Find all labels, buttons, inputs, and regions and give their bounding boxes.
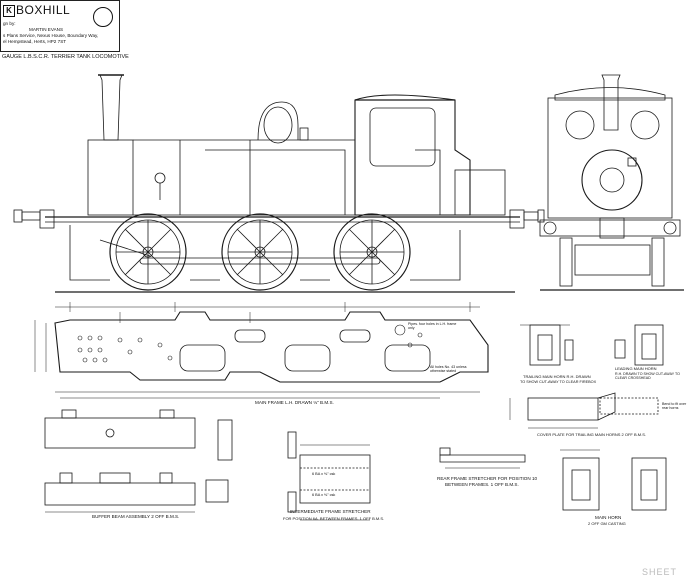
drawing-subtitle: GAUGE L.B.S.C.R. TERRIER TANK LOCOMOTIVE: [2, 54, 129, 60]
designer-name: MARTIN EVANS: [29, 27, 64, 32]
wheel-1: [109, 213, 187, 291]
rear-stretcher-drawing: [439, 447, 526, 469]
holes-note: All holes No. 43 unless otherwise stated: [430, 365, 467, 373]
drawing-title: BOXHILL: [16, 3, 71, 17]
pipes-note: Pipes. four holes in L.H. frame only: [408, 322, 457, 330]
wheel-2: [221, 213, 299, 291]
cover-plate-drawing: [509, 392, 659, 429]
main-horn-label: MAIN HORN: [595, 515, 622, 520]
side-elevation: [13, 74, 545, 293]
sheet-watermark: SHEET: [641, 567, 677, 577]
leading-horn-label: LEADING MAIN HORN: [615, 366, 657, 371]
title-block: K BOXHILL gn by: MARTIN EVANS s Plans Se…: [0, 0, 120, 52]
cover-plate-label: COVER PLATE FOR TRAILING MAIN HORNS 2 OF…: [537, 432, 646, 437]
trailing-horn-label: TRAILING MAIN HORN R.H. DRAWN: [523, 374, 591, 379]
designed-by-label: gn by:: [3, 21, 16, 26]
intermediate-stretcher-sub: FOR POSITION 6A. BETWEEN FRAMES. 1 OFF B…: [283, 516, 385, 521]
publisher-logo: K: [3, 5, 15, 17]
main-frame-label: MAIN FRAME L.H. DRAWN ⅛" B.M.S.: [255, 400, 334, 405]
publisher-line: s Plans Service, Nexus House, Boundary W…: [3, 33, 99, 38]
main-horn-sub: 2 OFF GM CASTING: [588, 521, 626, 526]
main-frame-drawing: [34, 302, 489, 399]
title-circle-icon: [93, 7, 113, 27]
frame-holes: [77, 324, 423, 363]
publisher-address: el Hempstead, Herts, HP2 7ST: [3, 39, 67, 44]
end-elevation: [539, 74, 684, 291]
trailing-horn-sub: TO SHOW CUT-AWAY TO CLEAR FIREBOX: [520, 380, 597, 384]
intermediate-stretcher-drawing: [287, 431, 371, 521]
intermediate-stretcher-label: INTERMEDIATE FRAME STRETCHER: [290, 509, 371, 514]
rear-stretcher-label: REAR FRAME STRETCHER FOR POSITION 10: [437, 476, 538, 481]
buffer-beam-label: BUFFER BEAM ASSEMBLY 2 OFF B.M.S.: [92, 514, 180, 519]
rear-stretcher-sub: BETWEEN FRAMES. 1 OFF B.M.S.: [445, 482, 519, 487]
trailing-main-horn-drawing: [520, 324, 574, 366]
buffer-beam-drawing: [44, 409, 233, 513]
leading-horn-sub: R.H. DRAWN TO SHOW CUT-AWAY TO CLEAR CRO…: [615, 372, 680, 380]
dimension-lines: [34, 302, 480, 399]
stretcher-dim-a: 6 BA x ⅜" csk: [312, 472, 336, 476]
bend-note: Bend to fit over rear horns: [662, 402, 687, 410]
main-horn-drawing: [560, 449, 667, 511]
wheel-3: [333, 213, 411, 291]
leading-main-horn-drawing: [614, 324, 664, 366]
stretcher-dim-b: 6 BA x ⅜" csk: [312, 493, 336, 497]
